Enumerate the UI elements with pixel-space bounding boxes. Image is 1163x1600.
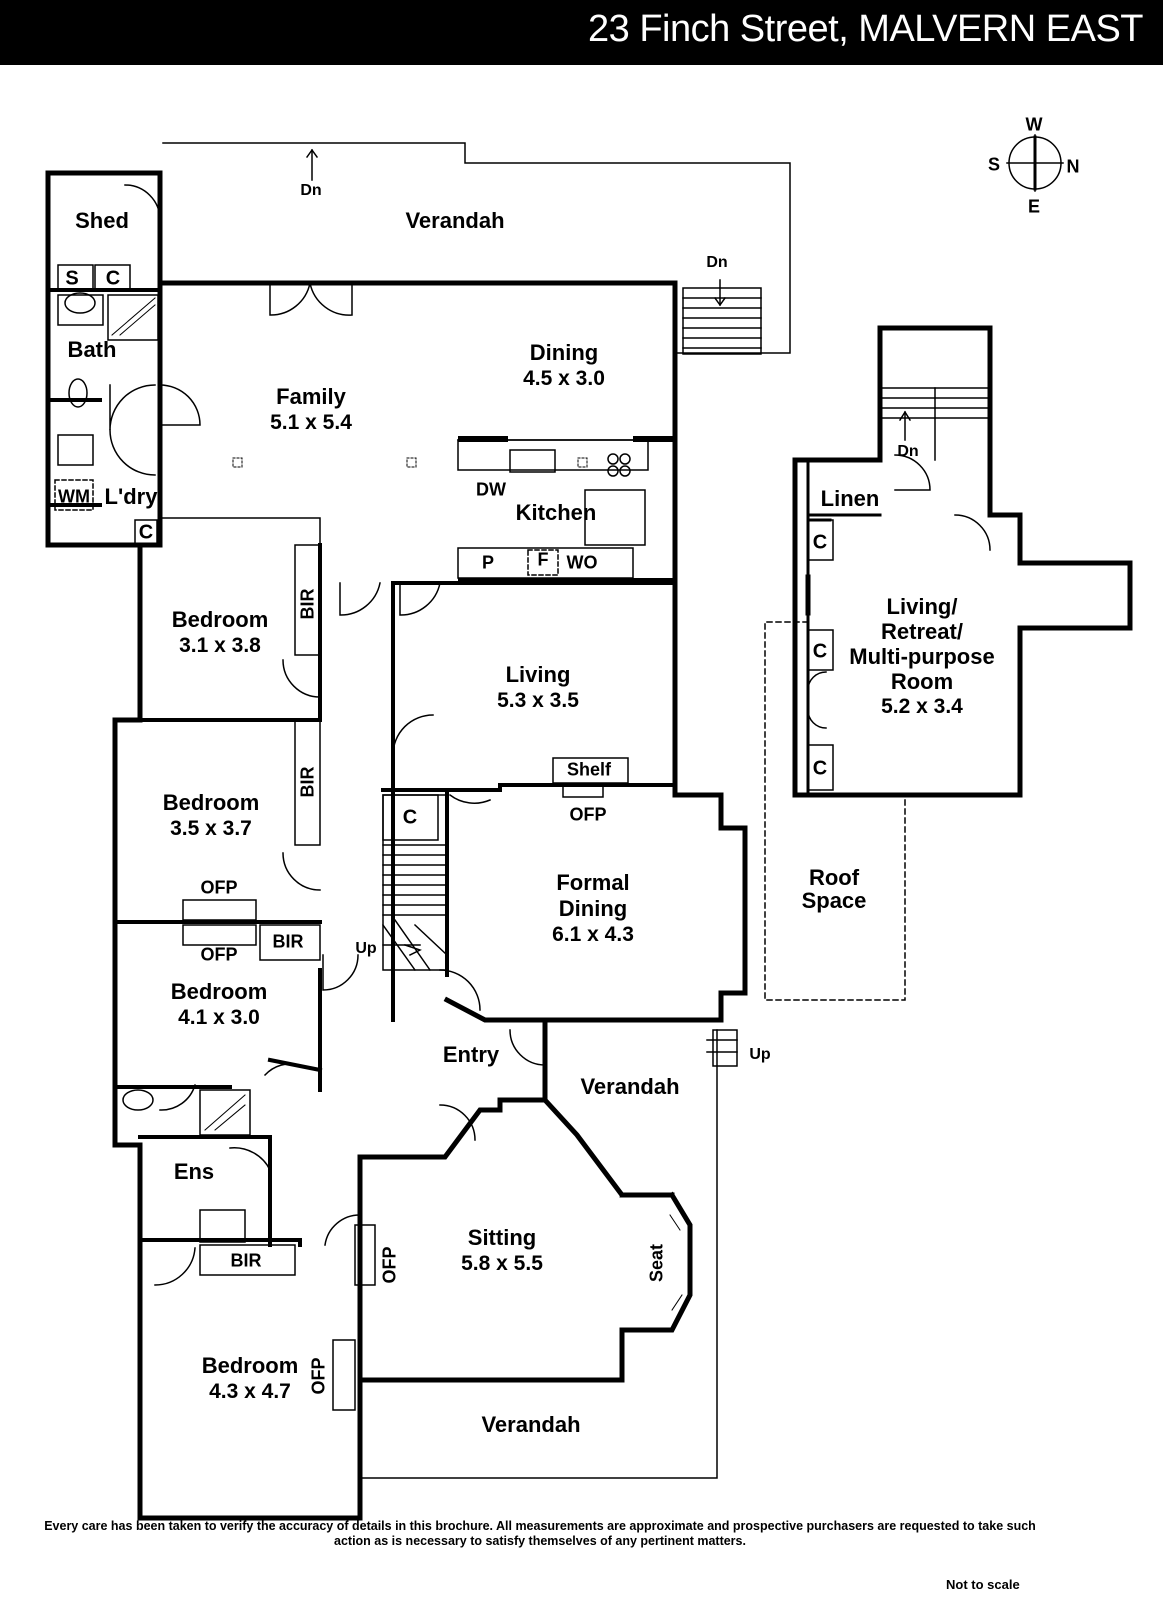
windows [45, 170, 1133, 1521]
exterior-walls [45, 170, 748, 1521]
property-address-title: 23 Finch Street, MALVERN EAST [588, 8, 1144, 50]
ofp-label-bedroom-3: OFP [200, 944, 238, 965]
upper-stair [879, 387, 991, 461]
room-verandah-top: Verandah [405, 208, 505, 233]
fridge-label: F [537, 549, 549, 570]
cupboard-label-hall: C [402, 806, 418, 829]
cupboards [57, 264, 834, 1276]
ofp-label-sitting: OFP [379, 1246, 400, 1284]
stair-down-label-verandah: Dn [300, 182, 322, 199]
room-verandah-bottom: Verandah [481, 1412, 581, 1437]
compass-n-label: N [1066, 156, 1080, 177]
rear-verandah-stair [682, 279, 762, 355]
bir-label-bedroom-4: BIR [230, 1250, 262, 1271]
kitchen-dark-ends [458, 436, 675, 583]
shelf-label: Shelf [566, 759, 612, 780]
room-entry: Entry [442, 1042, 500, 1067]
dishwasher-label: DW [476, 479, 506, 500]
compass-s-label: S [987, 154, 1001, 175]
room-linen: Linen [820, 486, 880, 511]
verandah-outlines [159, 142, 791, 1479]
fireplaces [182, 757, 629, 1411]
header-bar: 23 Finch Street, MALVERN EAST [0, 0, 1163, 65]
room-verandah-mid: Verandah [580, 1074, 680, 1099]
disclaimer-text: Every care has been taken to verify the … [44, 1519, 1036, 1548]
wall-oven-label: WO [566, 552, 598, 573]
cupboard-label-retreat-2: C [812, 640, 828, 663]
not-to-scale-note: Not to scale [946, 1577, 1020, 1592]
room-ensuite: Ens [173, 1159, 215, 1184]
room-laundry: L'dry [104, 484, 158, 509]
room-bath: Bath [67, 337, 117, 362]
cupboard-label-laundry: C [138, 521, 154, 544]
washing-machine-label: WM [58, 486, 90, 507]
compass-icon [1006, 134, 1064, 192]
pantry-label: P [481, 552, 495, 573]
ofp-label-living: OFP [569, 804, 607, 825]
ofp-label-bedroom-4: OFP [308, 1357, 329, 1395]
sanitary-fixtures [54, 292, 246, 1243]
shower-diagonals [111, 297, 246, 1131]
roof-space-outline [764, 621, 906, 1001]
upper-floor-walls [792, 325, 1133, 798]
compass-e-label: E [1027, 196, 1041, 217]
room-roof-space: Roof Space [801, 865, 867, 913]
compass-w-label: W [1025, 114, 1043, 135]
ofp-label-bedroom-2: OFP [200, 877, 238, 898]
stair-down-label-upper: Dn [897, 443, 919, 460]
cupboard-label-shed: C [105, 267, 121, 290]
cupboard-label-retreat-3: C [812, 757, 828, 780]
bir-label-bedroom-3: BIR [272, 931, 304, 952]
shower-label-shed: S [65, 267, 79, 290]
bir-label-bedroom-2: BIR [297, 766, 318, 798]
window-seat-label: Seat [646, 1243, 667, 1283]
room-shed: Shed [75, 208, 129, 233]
interior-walls [46, 288, 712, 1382]
room-kitchen: Kitchen [515, 500, 597, 525]
verandah-down-arrow [305, 148, 319, 181]
doors [109, 184, 991, 1286]
cupboard-label-retreat-1: C [812, 531, 828, 554]
stair-up-label-hall: Up [355, 940, 377, 957]
ceiling-markers [232, 457, 588, 468]
stair-down-label-rear: Dn [706, 254, 728, 271]
bir-label-bedroom-1: BIR [297, 588, 318, 620]
stair-up-label-verandah: Up [749, 1046, 771, 1063]
